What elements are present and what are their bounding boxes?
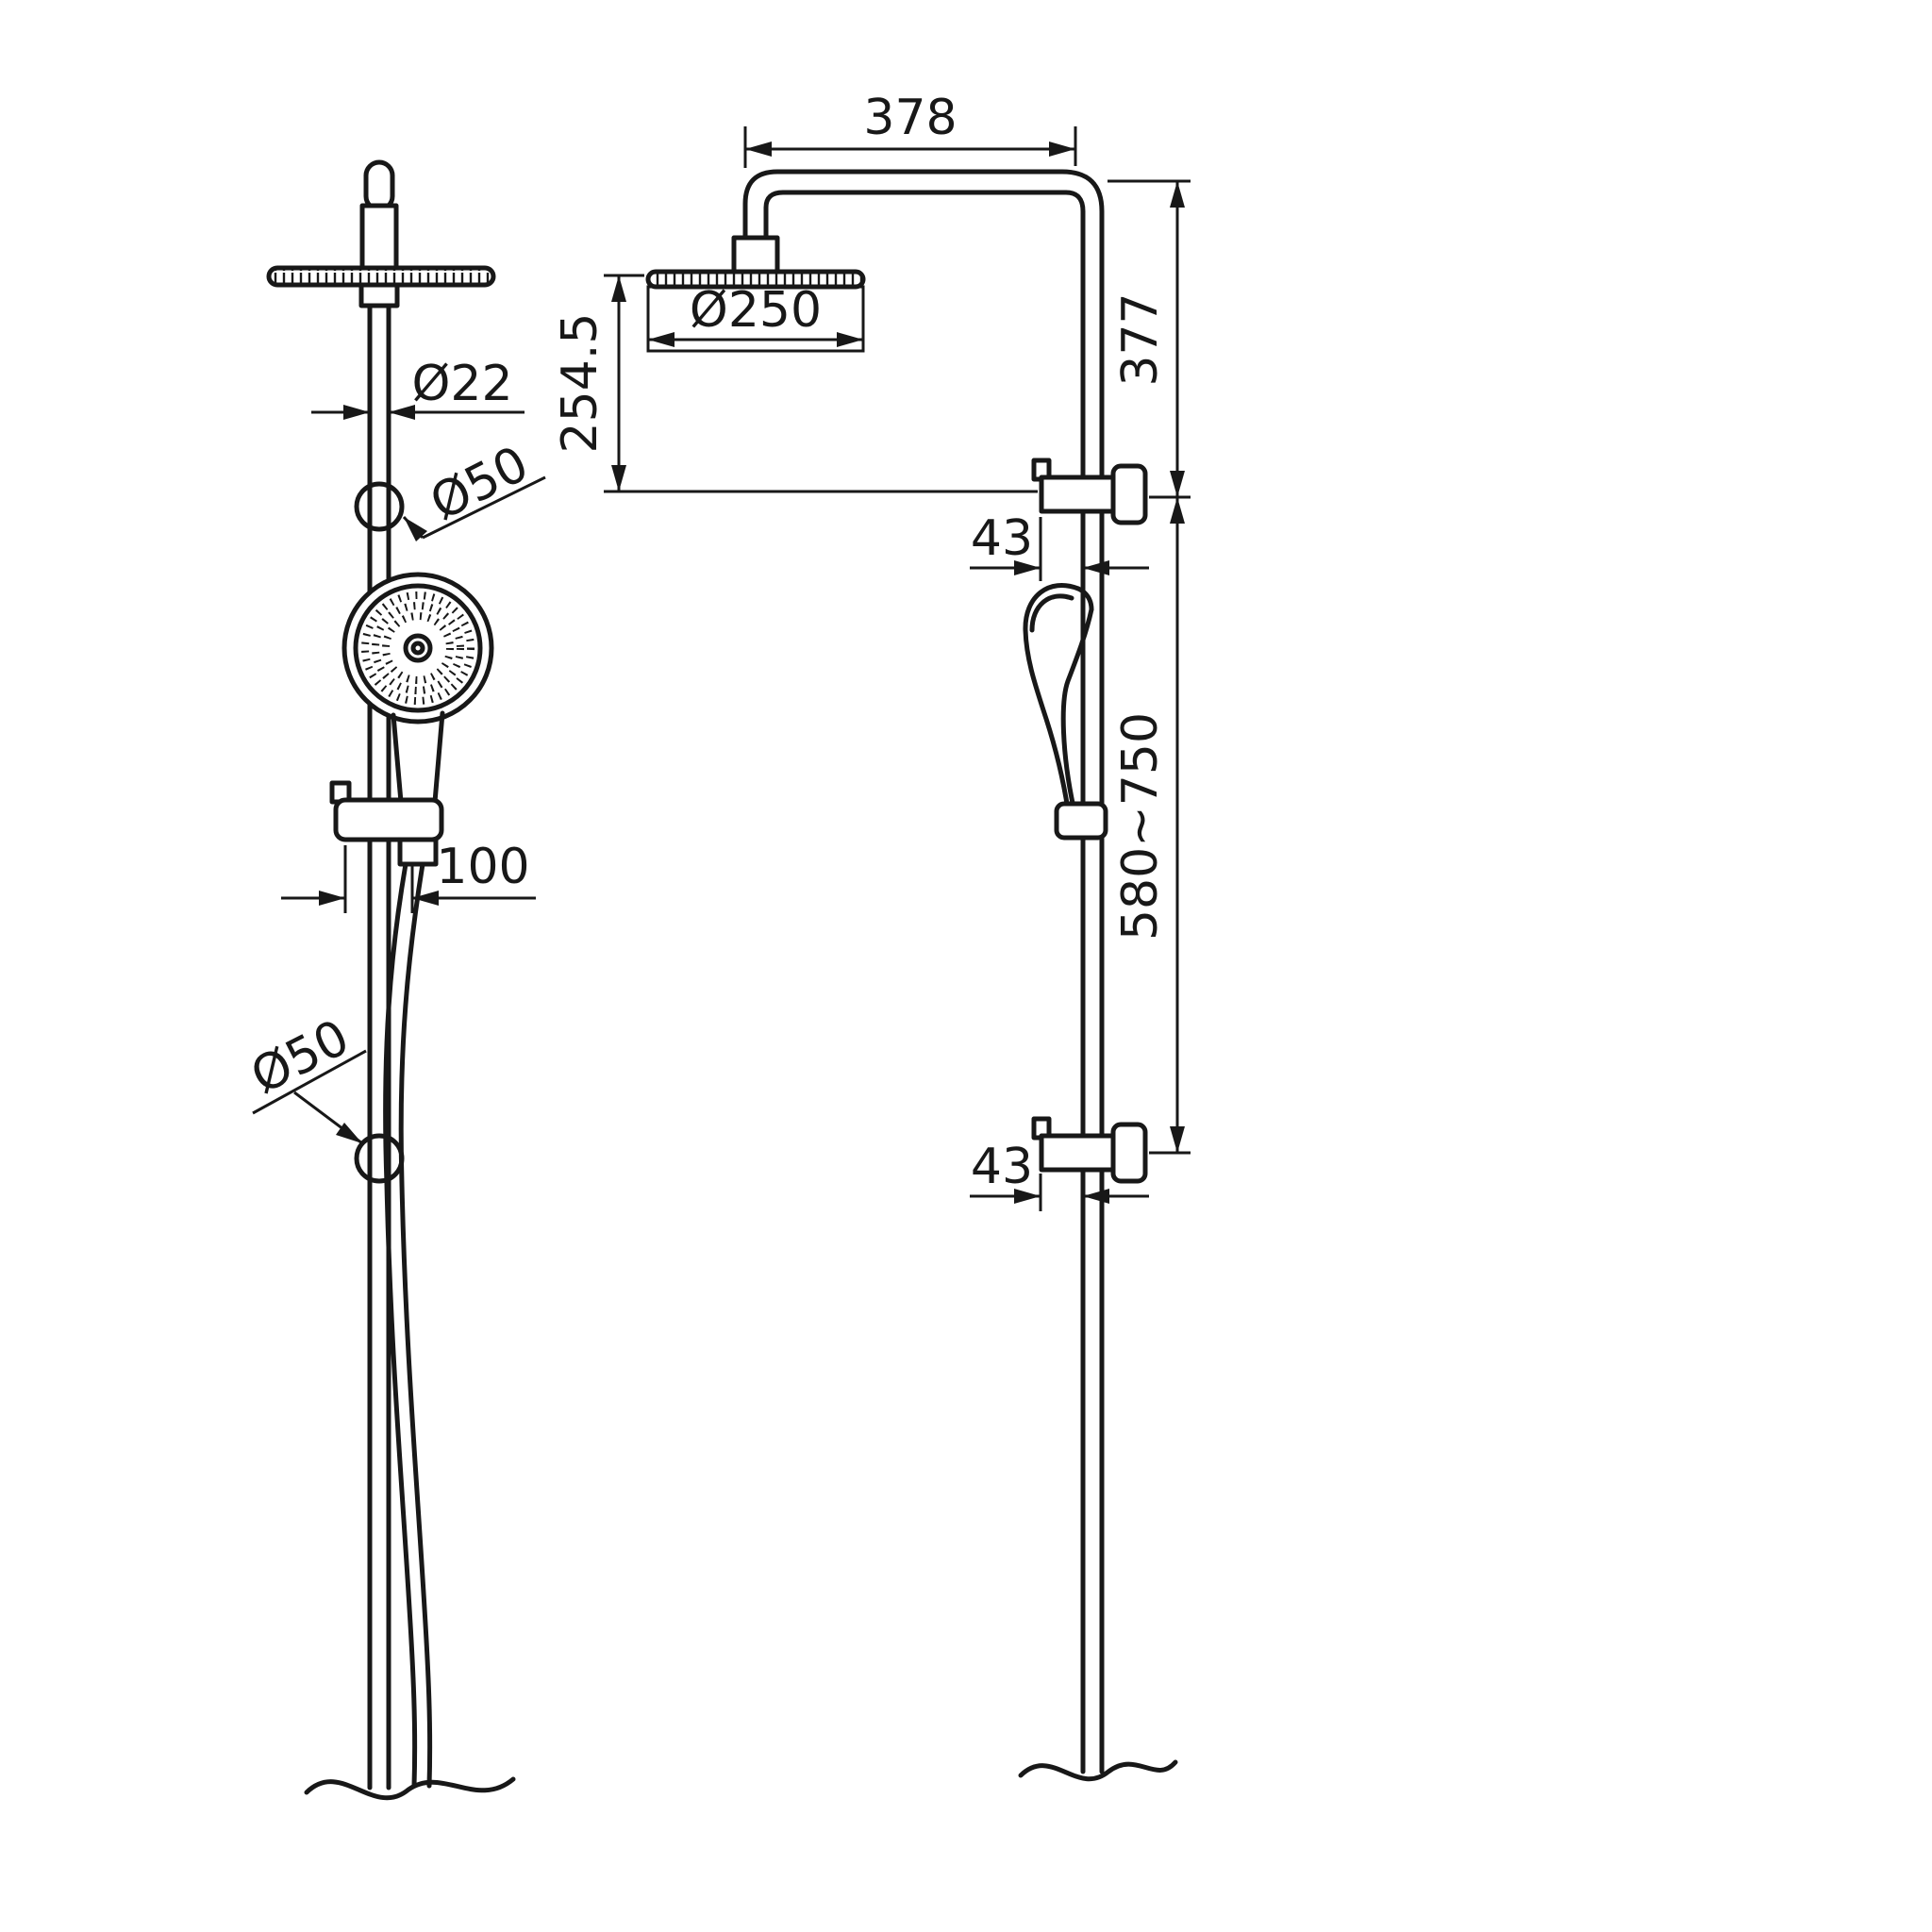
dim-label-holder-offset: 100: [436, 839, 529, 895]
hand-shower-front: [341, 572, 494, 805]
lower-pipe-bracket: [354, 1133, 405, 1184]
hose-nut: [397, 837, 439, 867]
dim-pipe-diameter: Ø22: [311, 356, 525, 420]
dim-label-upper-bracket-diameter: Ø50: [422, 436, 538, 532]
dim-lower-wall-offset: 43: [970, 1139, 1149, 1211]
overhead-shower-side: [645, 235, 866, 353]
dim-upper-bracket: Ø50: [402, 436, 546, 541]
dim-upper-wall-offset: 43: [970, 510, 1149, 581]
overhead-shower-front: [266, 265, 496, 308]
wall-bracket-lower: [1031, 1116, 1148, 1184]
dim-arm-width: 378: [743, 90, 1077, 168]
front-view: Ø22 Ø50 100 Ø50: [242, 159, 546, 1801]
riser-pipe-side: [742, 169, 1105, 1774]
dim-head-drop: 254.5: [552, 274, 1038, 493]
hand-shower-holder-side: [1054, 801, 1108, 841]
dim-label-rail-span: 580~750: [1112, 712, 1169, 941]
inlet-collar: [359, 203, 399, 271]
slider-holder: [329, 780, 444, 867]
wall-flange-lower: [1110, 1122, 1148, 1184]
break-line-front: [304, 1776, 516, 1801]
hand-shower-handle: [391, 710, 445, 805]
upper-pipe-bracket: [354, 481, 405, 532]
dim-rail-span: 580~750: [1112, 497, 1191, 1155]
dim-label-lower-wall-offset: 43: [971, 1139, 1033, 1195]
head-diameter-box: [646, 285, 865, 353]
wall-flange-upper: [1110, 463, 1148, 525]
dim-label-riser-height: 377: [1112, 292, 1169, 386]
dim-label-lower-bracket-diameter: Ø50: [242, 1009, 358, 1106]
side-view: Ø250 378 254.5: [552, 90, 1191, 1782]
shower-hose: [383, 861, 433, 1789]
dim-lower-bracket: Ø50: [242, 1009, 367, 1145]
dim-label-upper-wall-offset: 43: [971, 510, 1033, 567]
dim-label-arm-width: 378: [863, 90, 957, 146]
shower-arm-outer: [742, 169, 1105, 1774]
dim-label-head-diameter: Ø250: [690, 282, 822, 339]
dim-label-pipe-diameter: Ø22: [411, 356, 512, 412]
dim-head-diameter: Ø250: [648, 282, 863, 347]
hand-shower-side: [1023, 583, 1108, 841]
dim-holder-offset: 100: [281, 839, 536, 913]
dim-label-head-drop: 254.5: [552, 313, 608, 454]
break-line-side: [1018, 1759, 1178, 1782]
dim-riser-height: 377: [1108, 179, 1191, 499]
head-nut-front: [358, 282, 400, 308]
wall-bracket-upper: [1031, 458, 1148, 525]
head-nut-side: [731, 235, 780, 275]
shower-arm-inner: [763, 190, 1086, 1774]
inlet-connector: [363, 159, 395, 212]
